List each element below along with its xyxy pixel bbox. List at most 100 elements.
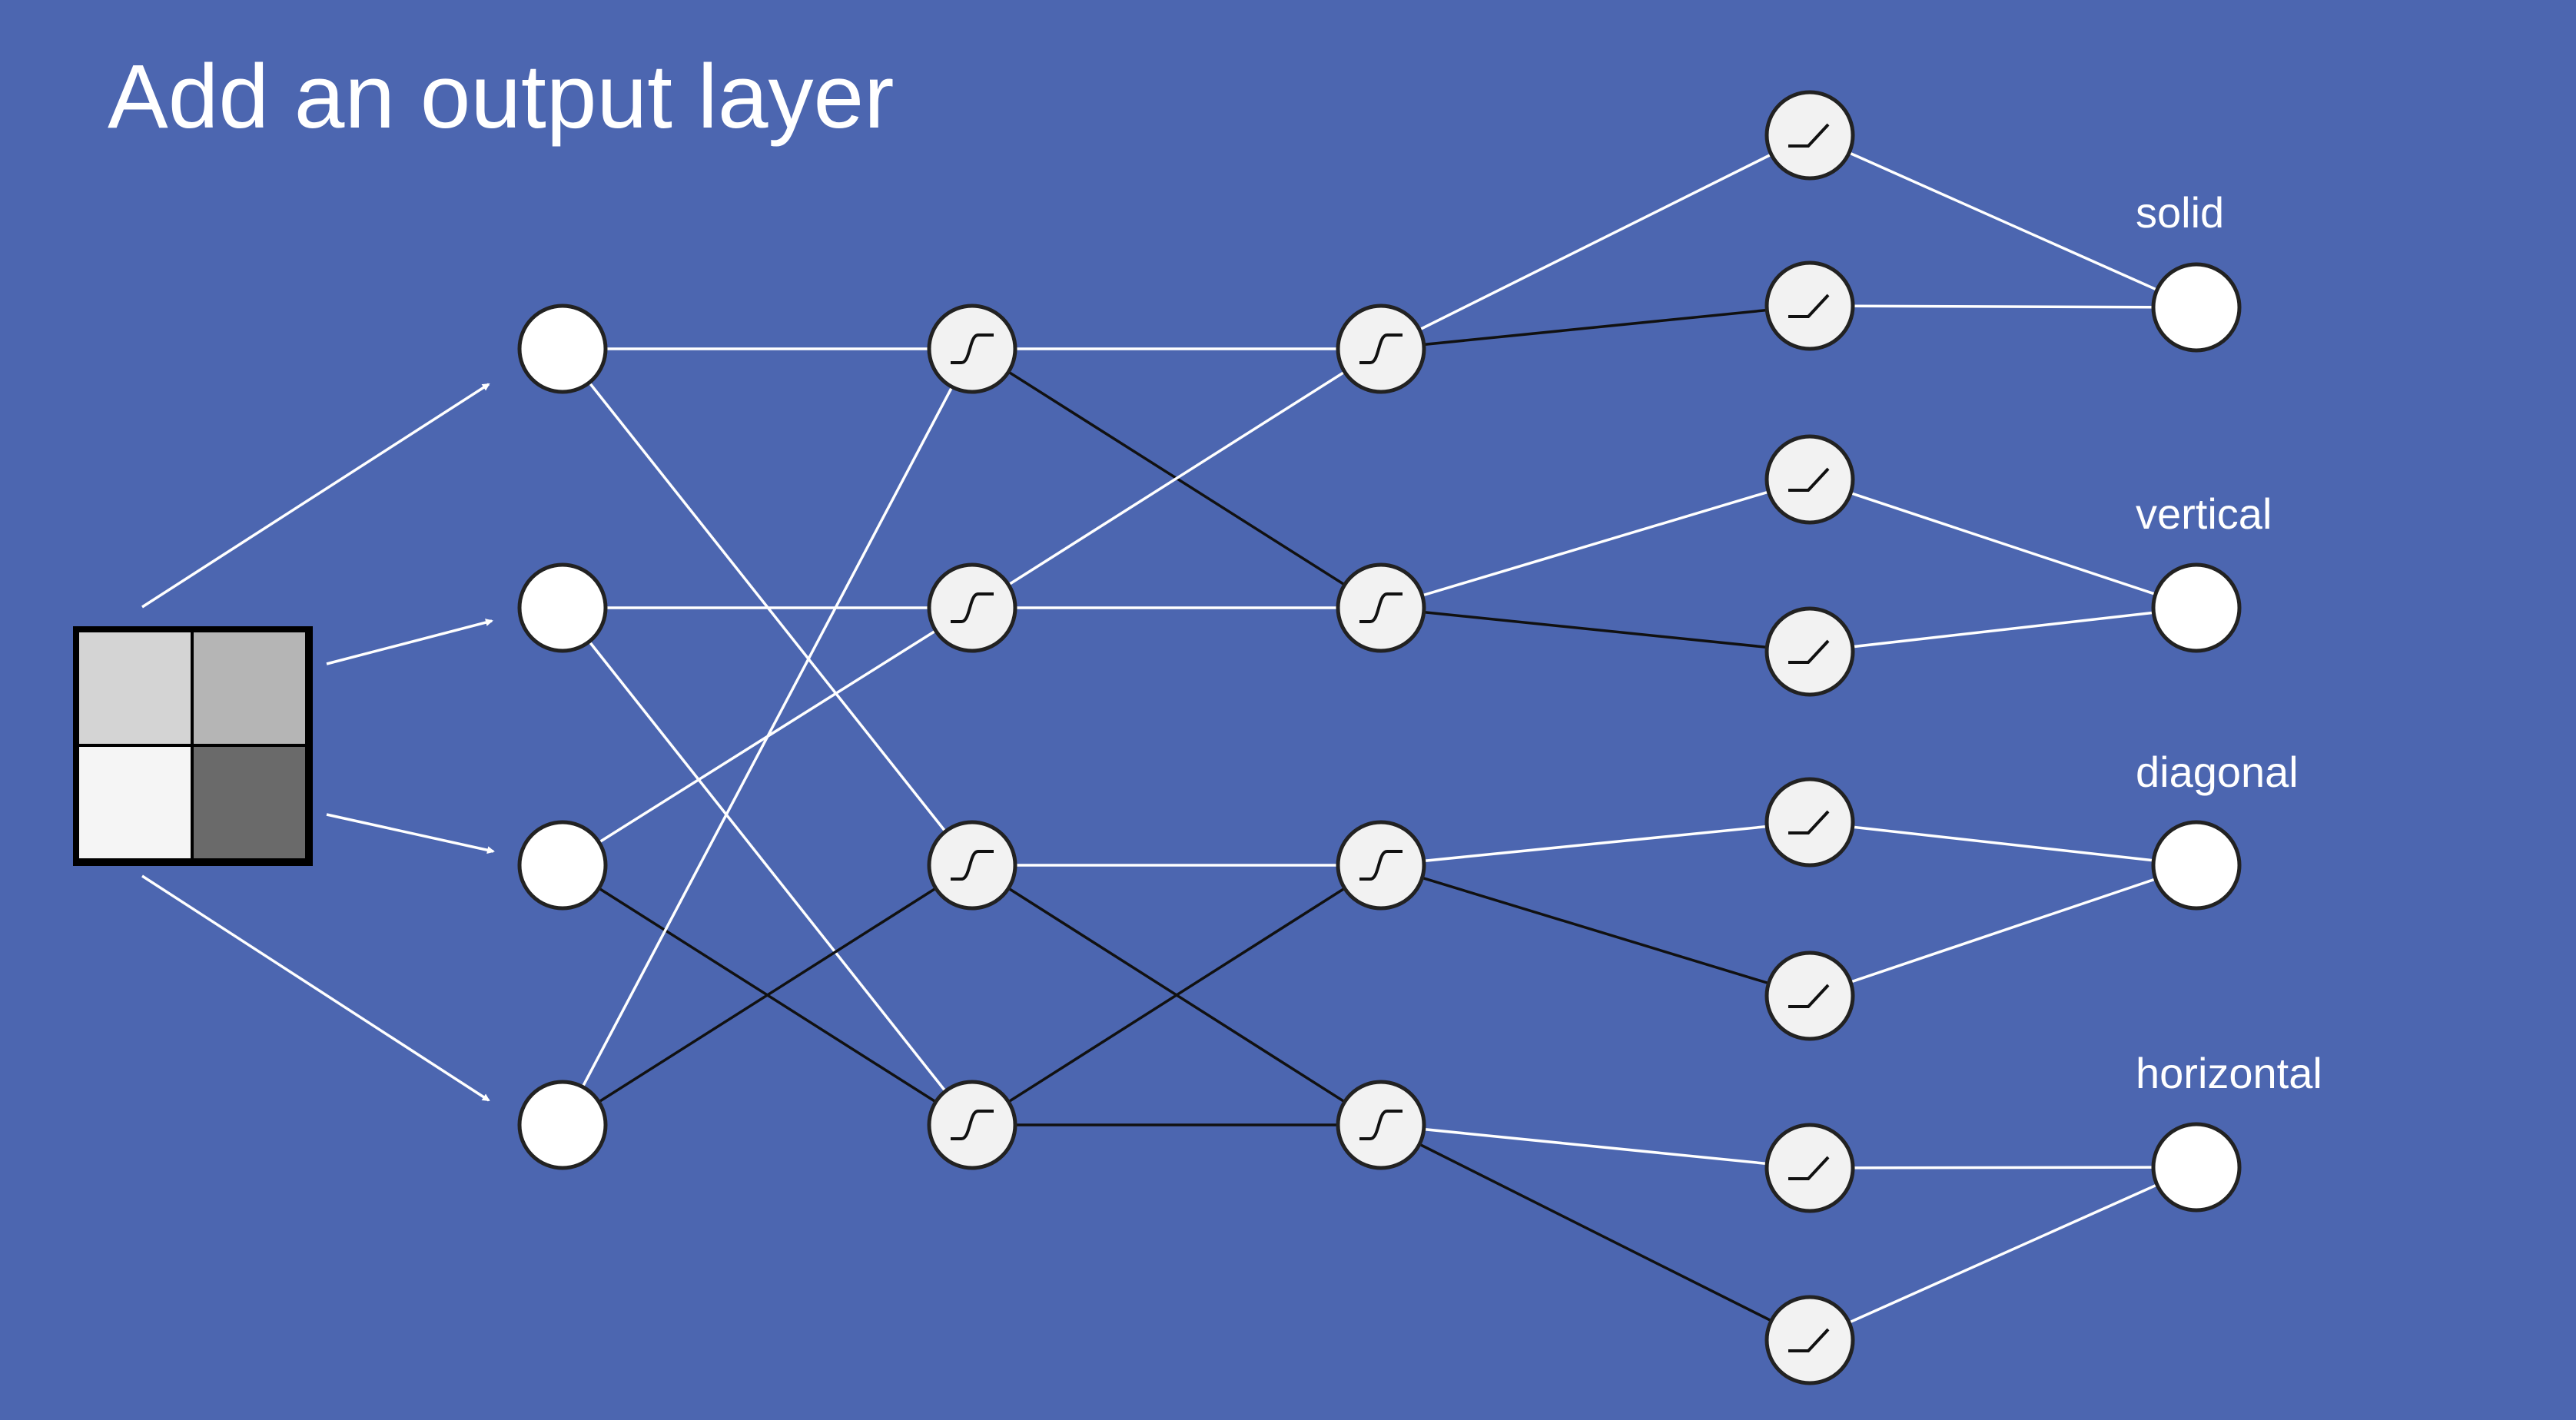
sigmoid-icon	[1359, 1110, 1403, 1140]
hidden-1-node	[927, 304, 1017, 394]
hidden-1-node	[927, 562, 1017, 653]
output-node	[2151, 1122, 2242, 1213]
output-label-vertical: vertical	[2136, 489, 2272, 538]
positive-connection	[1809, 821, 2197, 867]
node-circle	[1764, 951, 1855, 1041]
hidden-2-node	[1336, 304, 1426, 394]
output-node	[2151, 562, 2242, 653]
slide-title: Add an output layer	[108, 46, 895, 148]
input-arrows	[141, 383, 495, 1102]
hidden-3-node	[1764, 951, 1855, 1041]
node-circle	[1336, 820, 1426, 911]
positive-connection	[1809, 606, 2197, 653]
input-pixel	[194, 632, 305, 744]
output-node	[2151, 262, 2242, 353]
relu-icon	[1788, 810, 1830, 834]
connections	[561, 134, 2197, 1342]
positive-connection	[1809, 304, 2197, 309]
hidden-3-node	[1764, 90, 1855, 181]
node-circle	[517, 820, 608, 911]
positive-connection	[1380, 1123, 1811, 1170]
node-circle	[1764, 1123, 1855, 1213]
node-circle	[517, 1080, 608, 1170]
sigmoid-icon	[951, 850, 994, 881]
input-pixel	[79, 632, 191, 744]
input-node	[517, 820, 608, 911]
relu-icon	[1788, 1328, 1830, 1352]
node-circle	[1764, 777, 1855, 868]
relu-icon	[1788, 984, 1830, 1008]
input-image	[73, 626, 313, 866]
hidden-2-node	[1336, 1080, 1426, 1170]
negative-connection	[971, 864, 1382, 1126]
input-arrow	[141, 874, 490, 1102]
node-circle	[2151, 1122, 2242, 1213]
relu-icon	[1788, 467, 1830, 492]
node-circle	[1336, 1080, 1426, 1170]
node-circle	[927, 1080, 1017, 1170]
node-circle	[1336, 304, 1426, 394]
hidden-3-node	[1764, 606, 1855, 697]
node-circle	[927, 820, 1017, 911]
hidden-3-node	[1764, 777, 1855, 868]
positive-connection	[1809, 864, 2197, 997]
node-circle	[1764, 260, 1855, 351]
output-label-horizontal: horizontal	[2136, 1049, 2322, 1097]
hidden-3-node	[1764, 1295, 1855, 1385]
hidden-3-node	[1764, 1123, 1855, 1213]
positive-connection	[1380, 478, 1811, 609]
positive-connection	[1380, 821, 1811, 867]
node-circle	[2151, 820, 2242, 911]
node-circle	[927, 562, 1017, 653]
negative-connection	[1380, 606, 1811, 653]
hidden-1-node	[927, 1080, 1017, 1170]
node-circle	[2151, 562, 2242, 653]
relu-icon	[1788, 123, 1830, 148]
positive-connection	[1809, 134, 2197, 309]
sigmoid-icon	[951, 592, 994, 623]
node-circle	[1764, 606, 1855, 697]
hidden-2-node	[1336, 820, 1426, 911]
negative-connection	[1380, 864, 1811, 997]
nodes	[517, 90, 2242, 1385]
relu-icon	[1788, 294, 1830, 318]
output-node	[2151, 820, 2242, 911]
hidden-1-node	[927, 820, 1017, 911]
positive-connection	[971, 347, 1382, 609]
sigmoid-icon	[951, 333, 994, 364]
input-node	[517, 1080, 608, 1170]
positive-connection	[1809, 478, 2197, 609]
positive-connection	[561, 606, 974, 1126]
hidden-3-node	[1764, 434, 1855, 525]
sigmoid-icon	[951, 1110, 994, 1140]
input-arrow	[326, 619, 493, 665]
input-node	[517, 304, 608, 394]
node-circle	[1764, 90, 1855, 181]
positive-connection	[561, 348, 974, 1126]
output-label-solid: solid	[2136, 188, 2225, 237]
relu-icon	[1788, 1156, 1830, 1180]
hidden-3-node	[1764, 260, 1855, 351]
node-circle	[517, 562, 608, 653]
sigmoid-icon	[1359, 592, 1403, 623]
node-circle	[1764, 434, 1855, 525]
relu-icon	[1788, 639, 1830, 664]
negative-connection	[1380, 304, 1811, 350]
negative-connection	[1380, 1123, 1811, 1342]
sigmoid-icon	[1359, 333, 1403, 364]
input-arrow	[326, 813, 495, 854]
positive-connection	[1809, 1166, 2197, 1342]
node-circle	[517, 304, 608, 394]
negative-connection	[562, 864, 973, 1126]
node-circle	[2151, 262, 2242, 353]
node-circle	[927, 304, 1017, 394]
positive-connection	[1380, 134, 1811, 350]
positive-connection	[1809, 1166, 2197, 1170]
node-circle	[1336, 562, 1426, 653]
sigmoid-icon	[1359, 850, 1403, 881]
input-arrow	[141, 383, 490, 609]
input-node	[517, 562, 608, 653]
input-pixel	[194, 747, 305, 858]
output-label-diagonal: diagonal	[2136, 748, 2299, 796]
